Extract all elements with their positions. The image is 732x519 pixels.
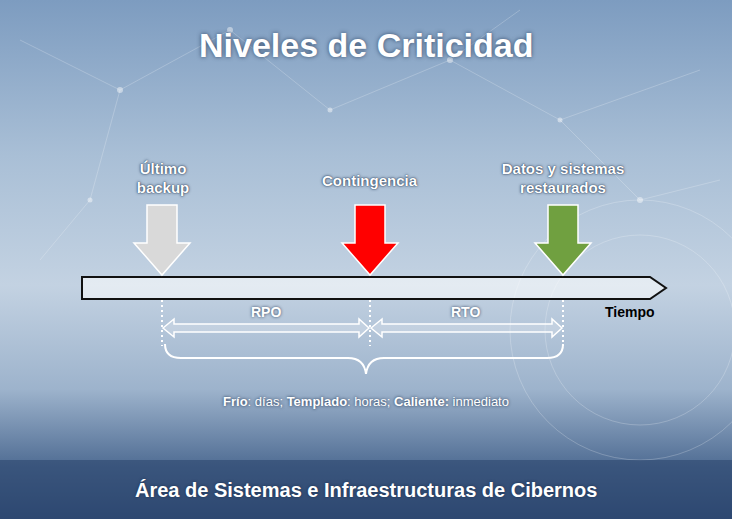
rpo-label: RPO (251, 304, 281, 320)
restored-label: Datos y sistemas restaurados (493, 159, 633, 197)
level-time: inmediato (453, 394, 509, 409)
level-name: Caliente: (394, 394, 449, 409)
level-name: Templado (287, 394, 347, 409)
level-name: Frío (223, 394, 248, 409)
level-time: : horas; (347, 394, 390, 409)
level-time: : días; (248, 394, 283, 409)
diagram-title: Niveles de Criticidad (199, 26, 533, 65)
backup-label: Último backup (123, 159, 203, 197)
contingency-label: Contingencia (322, 171, 417, 190)
time-axis-label: Tiempo (605, 304, 655, 320)
rto-label: RTO (451, 304, 480, 320)
diagram-caption: Área de Sistemas e Infraestructuras de C… (135, 479, 597, 502)
criticality-levels-line: Frío: días; Templado: horas; Caliente: inme… (223, 394, 509, 409)
